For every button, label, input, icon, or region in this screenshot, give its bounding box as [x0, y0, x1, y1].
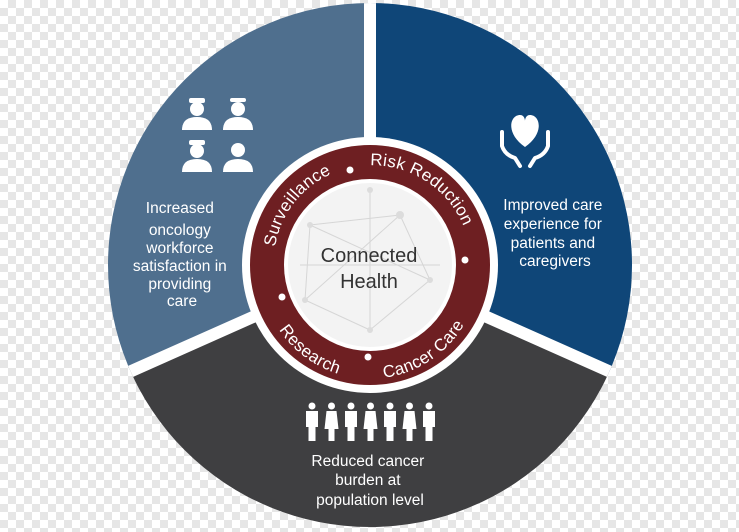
person-figure [384, 402, 396, 441]
core-title-line2: Health [340, 271, 398, 293]
person-figure [363, 402, 378, 441]
ring-dot-bottom [364, 353, 372, 361]
heart-in-hands-icon [500, 115, 550, 168]
person-figure [324, 402, 339, 441]
person-figure [402, 402, 417, 441]
ring-dot-left [278, 293, 286, 301]
person-figure [306, 402, 318, 441]
segment-left [108, 3, 370, 430]
left-segment-text: Increased oncology workforce satisfactio… [133, 200, 231, 310]
core-title-line1: Connected [321, 245, 418, 267]
healthcare-workers-icon [182, 98, 253, 172]
segment-right [370, 3, 632, 430]
bottom-segment-text: Reduced cancer burden at population leve… [311, 453, 428, 509]
ring-dot-right [461, 256, 469, 264]
person-figure [423, 402, 435, 441]
ring-dot-top [346, 166, 354, 174]
person-figure [345, 402, 357, 441]
right-segment-text: Improved care experience for patients an… [503, 197, 606, 270]
network-pattern [300, 190, 440, 331]
population-icon [306, 402, 435, 441]
network-nodes [302, 187, 433, 333]
